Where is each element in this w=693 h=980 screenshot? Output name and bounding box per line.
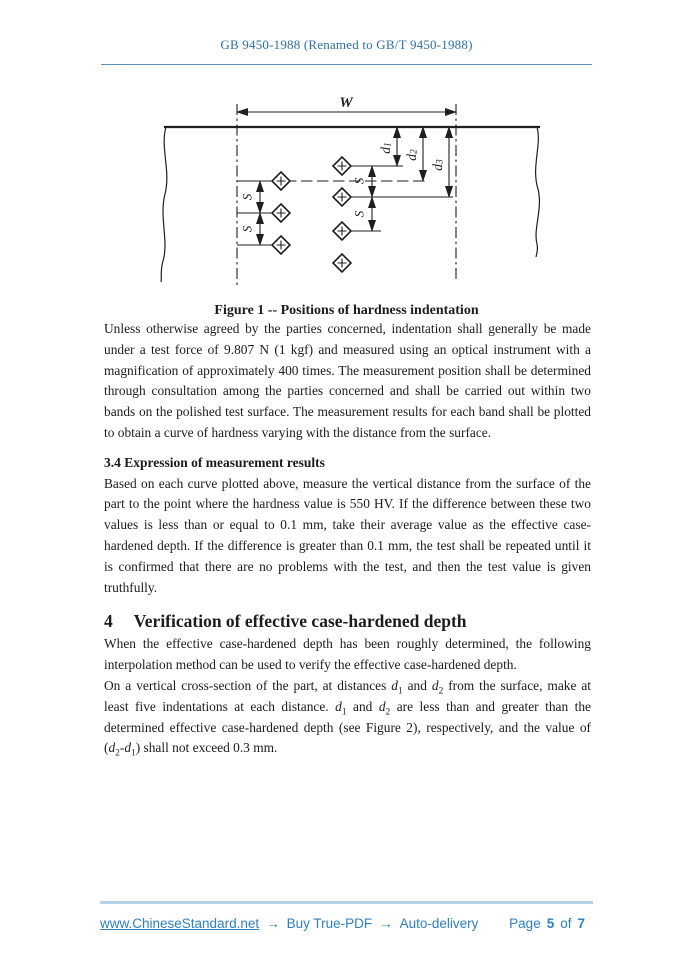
document-header: GB 9450-1988 (Renamed to GB/T 9450-1988) [101,0,592,65]
depth-dimensions: d1 d2 d3 [378,126,453,198]
paragraph-expression: Based on each curve plotted above, measu… [104,475,591,595]
band-boundary-lines [236,104,457,286]
indentation-mark [332,156,352,176]
depth-label-d1: d1 [378,142,394,154]
figure-1-area: W S S [0,65,693,303]
page-of-label: of [560,916,572,931]
section-number: 4 [104,611,113,632]
dimension-label-w: W [339,95,354,111]
footer: www.ChineseStandard.net → Buy True-PDF →… [100,901,593,931]
paragraph-measurement: Unless otherwise agreed by the parties c… [104,321,591,440]
footer-links: www.ChineseStandard.net → Buy True-PDF →… [100,916,478,931]
page-label: Page [509,916,541,931]
figure-caption: Figure 1 -- Positions of hardness indent… [214,303,479,318]
left-indent-column: S S [237,171,291,255]
arrow-icon: → [266,916,280,931]
indentation-mark [332,187,352,207]
section-heading-4: 4 Verification of effective case-hardened… [104,608,591,634]
footer-link[interactable]: www.ChineseStandard.net [100,916,260,931]
footer-buy-label: Buy True-PDF [286,916,373,931]
depth-label-d3: d3 [430,159,446,171]
middle-indent-column: S S [332,156,453,273]
w-dimension: W [236,95,457,116]
depth-label-d2: d2 [404,149,420,161]
arrow-icon: → [379,916,393,931]
page-total: 7 [577,916,585,931]
paragraph-interpolation: When the effective case-hardened depth h… [104,636,591,673]
indentation-mark [271,171,291,191]
section-title: Verification of effective case-hardened … [133,611,467,632]
indentation-mark [271,235,291,255]
section-heading-3-4: 3.4 Expression of measurement results [104,454,325,470]
figure-1-diagram: W S S [160,95,540,286]
document-header-title: GB 9450-1988 (Renamed to GB/T 9450-1988) [220,37,473,52]
paragraph-indentation: On a vertical cross-section of the part,… [104,677,591,760]
footer-page-indicator: Page 5 of 7 [509,916,593,931]
indentation-mark [332,253,352,273]
footer-delivery-label: Auto-delivery [399,916,479,931]
indentation-mark [332,221,352,241]
spacing-label-s: S [352,210,367,217]
break-lines [160,126,540,283]
document-body: Unless otherwise agreed by the parties c… [104,319,591,759]
spacing-label-s: S [240,225,255,232]
spacing-label-s: S [352,177,367,184]
indentation-mark [271,203,291,223]
page-number: 5 [546,916,555,931]
spacing-label-s: S [240,193,255,200]
